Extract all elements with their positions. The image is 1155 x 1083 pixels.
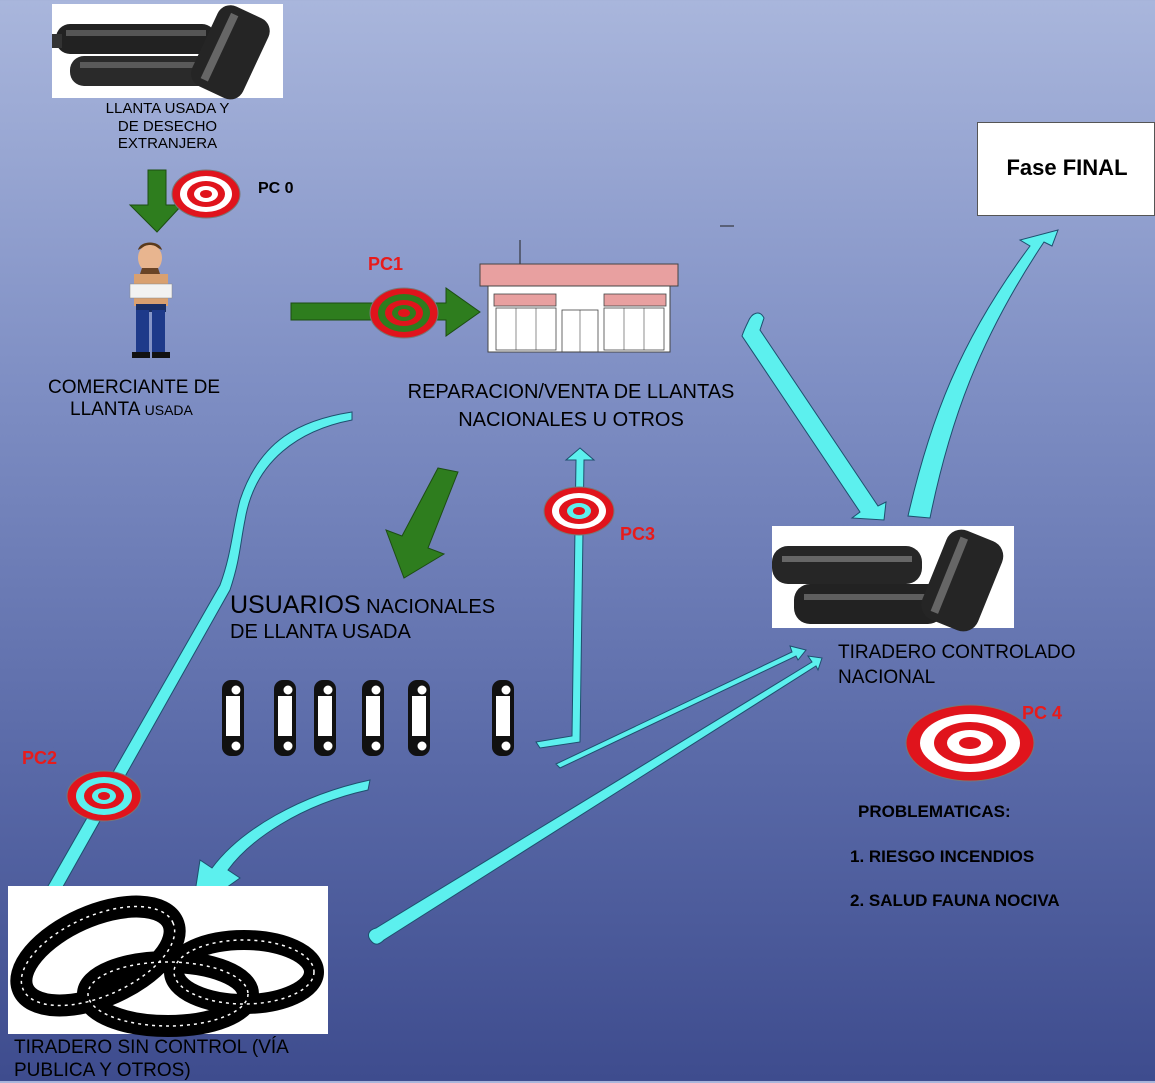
uncontrolled-dump-line2: PUBLICA Y OTROS) xyxy=(14,1059,191,1081)
merchant-line2-small: USADA xyxy=(144,402,193,419)
cyan-arrow-users-to-controlled xyxy=(555,645,807,769)
problem-item-2: 2. SALUD FAUNA NOCIVA xyxy=(850,891,1060,910)
problems-title: PROBLEMATICAS: xyxy=(858,802,1011,821)
target-pc2-icon xyxy=(66,770,142,822)
pc3-label: PC3 xyxy=(620,524,656,544)
cyan-arrow-shop-to-controlled xyxy=(741,312,887,521)
uncontrolled-dump-image xyxy=(8,886,328,1037)
final-phase-box: Fase FINAL xyxy=(977,122,1155,216)
final-phase-label: Fase FINAL xyxy=(1006,155,1128,180)
cyan-arrow-uncontrolled-to-controlled xyxy=(368,655,823,945)
shop-building-icon xyxy=(479,263,679,353)
green-arrow-to-users xyxy=(385,467,459,579)
pc1-label: PC1 xyxy=(368,254,404,274)
pc0-label: PC 0 xyxy=(258,180,294,197)
pc2-label: PC2 xyxy=(22,748,58,768)
problem-item-1: 1. RIESGO INCENDIOS xyxy=(850,847,1035,866)
cyan-arrow-to-final xyxy=(907,229,1059,519)
uncontrolled-dump-line1: TIRADERO SIN CONTROL (VÍA xyxy=(14,1037,289,1058)
controlled-dump-line1: TIRADERO CONTROLADO xyxy=(838,642,1076,663)
controlled-dump-line2: NACIONAL xyxy=(838,666,936,688)
merchant-person-icon xyxy=(129,242,173,358)
foreign-tires-label: LLANTA USADA Y DE DESECHO EXTRANJERA xyxy=(52,100,283,153)
repair-shop-line1: REPARACION/VENTA DE LLANTAS xyxy=(407,381,735,403)
pc4-label: PC 4 xyxy=(1022,703,1063,723)
users-line2: DE LLANTA USADA xyxy=(230,621,411,643)
merchant-label: COMERCIANTE DE LLANTA USADA xyxy=(48,377,220,422)
target-pc1-icon xyxy=(369,287,439,339)
car-icon xyxy=(492,680,514,756)
target-pc0-icon xyxy=(171,169,241,219)
cyan-arrow-users-to-uncontrolled xyxy=(191,779,371,914)
controlled-dump-image xyxy=(772,526,1014,632)
users-line1-small: NACIONALES xyxy=(366,596,496,618)
target-pc4-icon xyxy=(905,704,1035,782)
foreign-tires-line1: LLANTA USADA Y xyxy=(105,100,230,117)
car-icons xyxy=(222,680,514,756)
green-arrow-to-merchant xyxy=(128,169,184,233)
car-icon xyxy=(362,680,384,756)
repair-shop-label: REPARACION/VENTA DE LLANTAS NACIONALES U… xyxy=(366,378,776,434)
users-label: USUARIOS NACIONALES DE LLANTA USADA xyxy=(230,590,495,644)
repair-shop-line2: NACIONALES U OTROS xyxy=(458,409,684,431)
uncontrolled-dump-label: TIRADERO SIN CONTROL (VÍA PUBLICA Y OTRO… xyxy=(14,1037,289,1083)
foreign-tires-line2: DE DESECHO xyxy=(117,117,218,135)
car-icon xyxy=(274,680,296,756)
foreign-tires-line3: EXTRANJERA xyxy=(117,135,218,153)
controlled-dump-label: TIRADERO CONTROLADO NACIONAL xyxy=(838,641,1076,690)
users-line1-big: USUARIOS xyxy=(230,591,361,619)
target-pc3-icon xyxy=(543,486,615,536)
car-icon xyxy=(408,680,430,756)
car-icon xyxy=(314,680,336,756)
foreign-tires-image xyxy=(52,4,283,100)
merchant-line1: COMERCIANTE DE xyxy=(48,377,221,398)
merchant-line2: LLANTA xyxy=(70,399,140,421)
car-icon xyxy=(222,680,244,756)
